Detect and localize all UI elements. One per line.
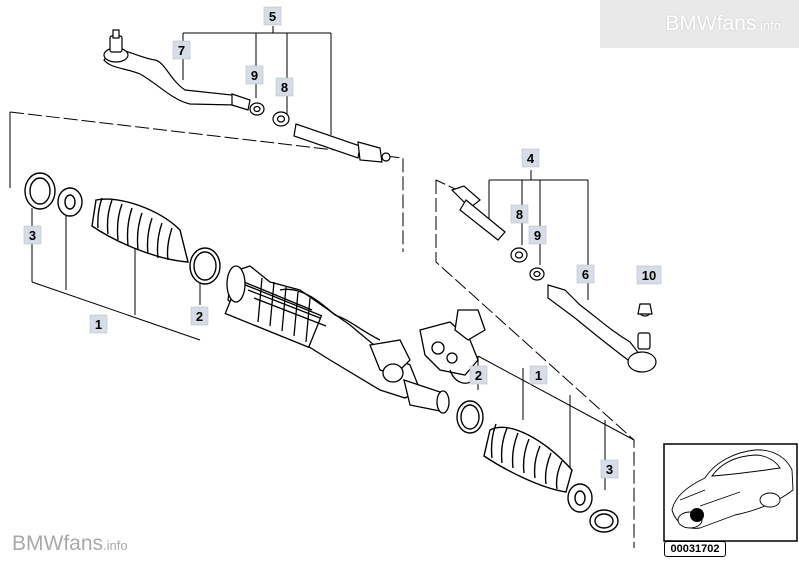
svg-text:4: 4 bbox=[527, 151, 535, 166]
svg-text:8: 8 bbox=[516, 207, 523, 222]
watermark-backdrop bbox=[600, 0, 799, 48]
callouts: 5 7 9 8 4 8 9 6 10 3 1 2 2 1 3 bbox=[23, 6, 662, 479]
callout-8: 8 bbox=[275, 77, 294, 97]
steering-rack bbox=[224, 265, 486, 414]
svg-text:2: 2 bbox=[475, 368, 482, 383]
callout-1: 1 bbox=[89, 314, 108, 334]
callout-4: 4 bbox=[521, 148, 540, 168]
svg-text:10: 10 bbox=[642, 268, 656, 283]
callout-6: 6 bbox=[576, 264, 595, 284]
tie-rod-right bbox=[450, 185, 657, 373]
callout-8b: 8 bbox=[510, 204, 529, 224]
tie-rod-upper bbox=[103, 29, 251, 111]
svg-text:3: 3 bbox=[29, 228, 36, 243]
location-marker bbox=[690, 508, 704, 522]
callout-2: 2 bbox=[190, 306, 209, 326]
callout-9b: 9 bbox=[528, 225, 547, 245]
svg-text:2: 2 bbox=[196, 309, 203, 324]
svg-text:6: 6 bbox=[582, 267, 589, 282]
svg-text:1: 1 bbox=[535, 368, 542, 383]
svg-text:7: 7 bbox=[178, 43, 185, 58]
callout-3b: 3 bbox=[600, 459, 619, 479]
svg-text:3: 3 bbox=[606, 462, 613, 477]
svg-text:1: 1 bbox=[95, 317, 102, 332]
callout-5: 5 bbox=[263, 6, 282, 26]
bellows-right bbox=[456, 400, 619, 533]
callout-10: 10 bbox=[636, 265, 662, 285]
bellows-left bbox=[24, 172, 221, 285]
axial-joint-upper bbox=[293, 123, 391, 163]
watermark-bottom: BMWfans.info bbox=[12, 532, 128, 555]
callout-2b: 2 bbox=[469, 365, 488, 385]
svg-text:8: 8 bbox=[281, 80, 288, 95]
callout-3: 3 bbox=[23, 225, 42, 245]
callout-7: 7 bbox=[172, 40, 191, 60]
svg-text:5: 5 bbox=[269, 9, 276, 24]
watermark-top: BMWfans.info bbox=[665, 12, 781, 35]
callout-9: 9 bbox=[245, 65, 264, 85]
svg-text:9: 9 bbox=[534, 228, 541, 243]
vehicle-inset bbox=[663, 443, 798, 542]
callout-1b: 1 bbox=[529, 365, 548, 385]
nut-washer-upper bbox=[249, 102, 290, 127]
svg-text:9: 9 bbox=[251, 68, 258, 83]
reference-number: 00031702 bbox=[664, 541, 726, 557]
